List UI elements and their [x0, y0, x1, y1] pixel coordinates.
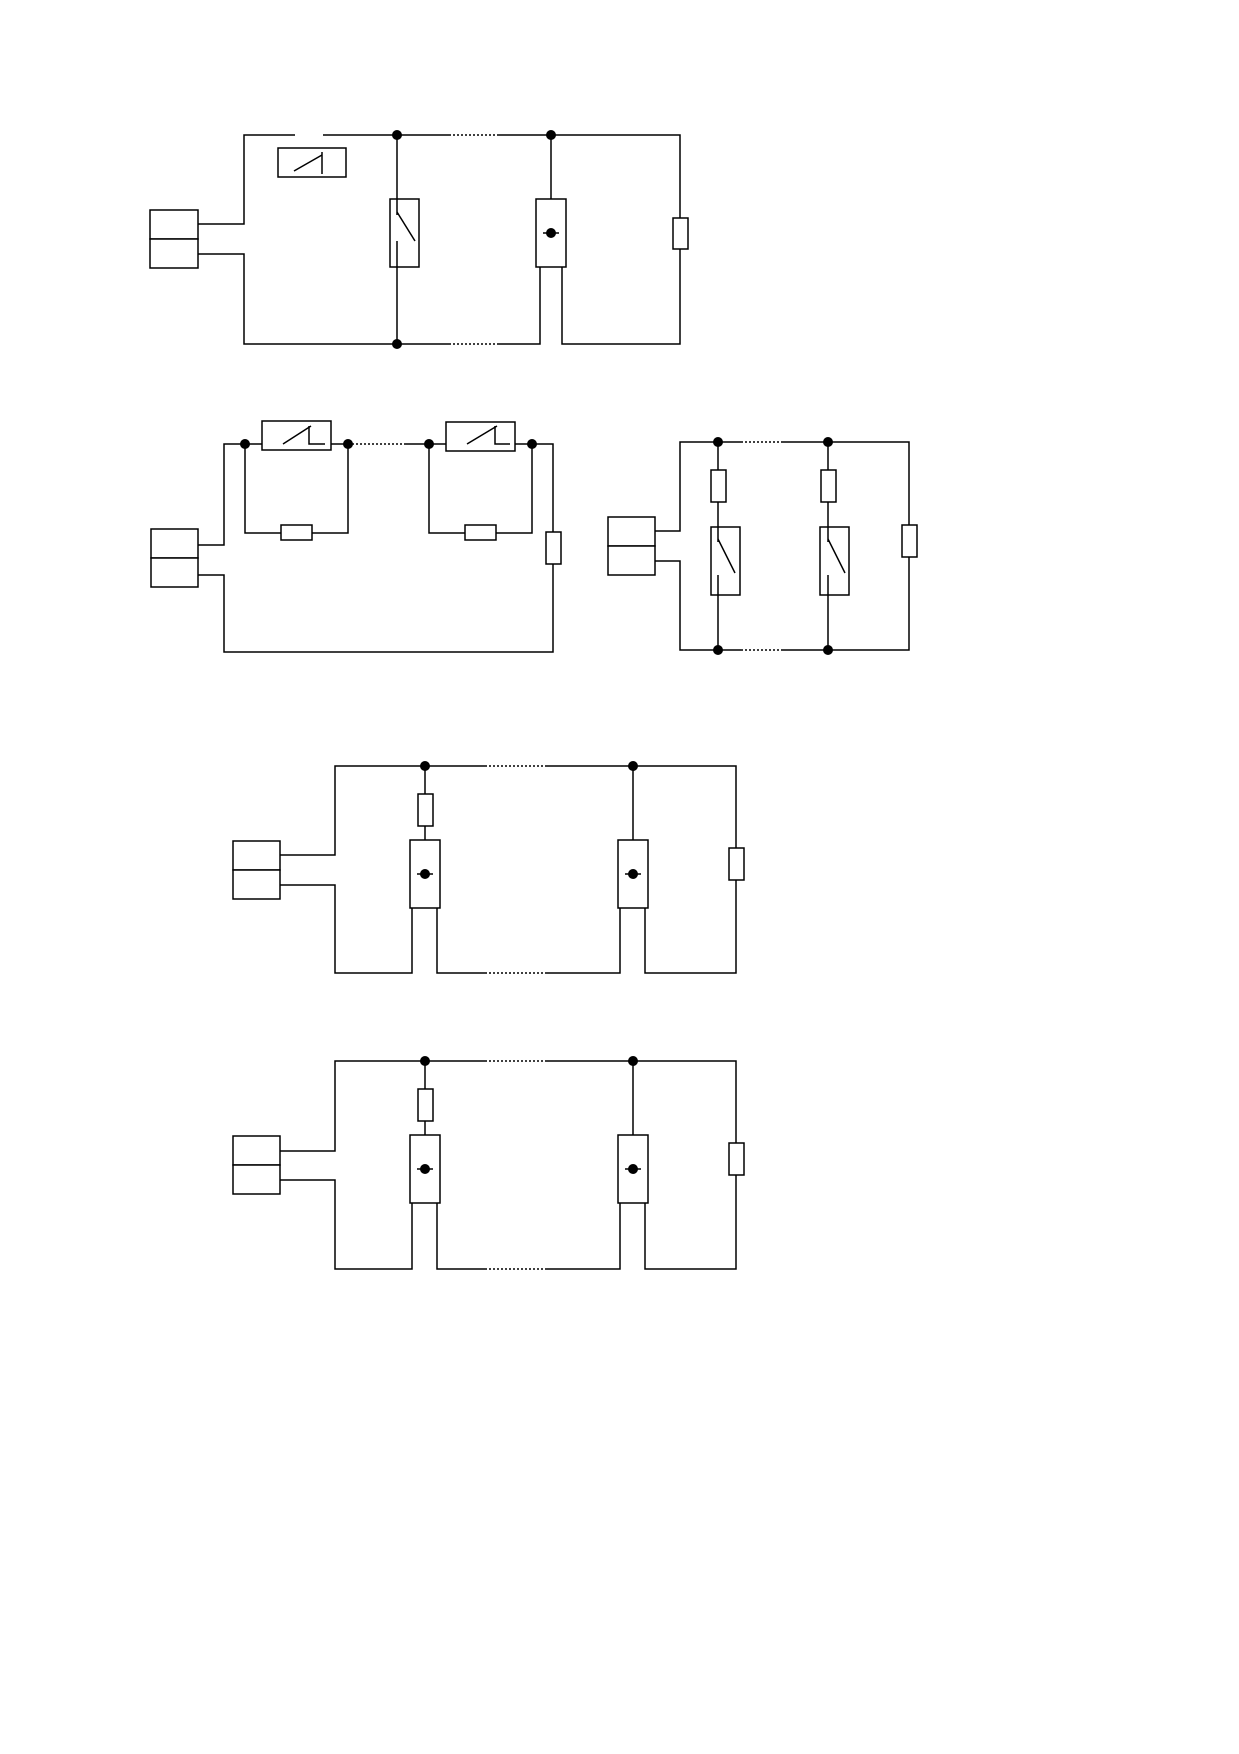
relay-contact: [445, 421, 516, 452]
relay-contact: [277, 147, 347, 178]
wiring: [280, 765, 737, 974]
end-of-line-resistor: [901, 524, 918, 558]
detector: [617, 839, 649, 909]
end-of-line-resistor: [728, 1142, 745, 1176]
wiring: [655, 441, 910, 651]
detector: [535, 198, 567, 268]
wiring: [198, 443, 554, 653]
resistor: [280, 524, 313, 541]
terminal-block: [607, 516, 656, 576]
switch: [819, 526, 850, 596]
detector: [409, 1134, 441, 1204]
terminal-block: [232, 1135, 281, 1195]
resistor: [820, 469, 837, 503]
wiring: [198, 134, 681, 345]
resistor: [417, 793, 434, 827]
detector: [617, 1134, 649, 1204]
circuit-4: [232, 761, 745, 974]
junction-dots: [392, 130, 556, 349]
circuit-1: [149, 130, 689, 349]
terminal-block: [232, 840, 281, 900]
end-of-line-resistor: [672, 217, 689, 250]
detector: [409, 839, 441, 909]
wiring: [280, 1060, 737, 1270]
end-of-line-resistor: [728, 847, 745, 881]
terminal-block: [150, 528, 199, 588]
junction-dots: [420, 1056, 638, 1066]
relay-contact: [261, 420, 332, 451]
junction-dots: [240, 439, 537, 449]
resistor: [417, 1088, 434, 1122]
switch: [710, 526, 741, 596]
circuit-3: [607, 437, 918, 655]
circuit-5: [232, 1056, 745, 1270]
circuit-2: [150, 420, 562, 653]
junction-dots: [420, 761, 638, 771]
end-of-line-resistor: [545, 531, 562, 565]
resistor: [464, 524, 497, 541]
terminal-block: [149, 209, 199, 269]
junction-dots: [713, 437, 833, 655]
resistor: [710, 469, 727, 503]
switch: [389, 198, 420, 268]
